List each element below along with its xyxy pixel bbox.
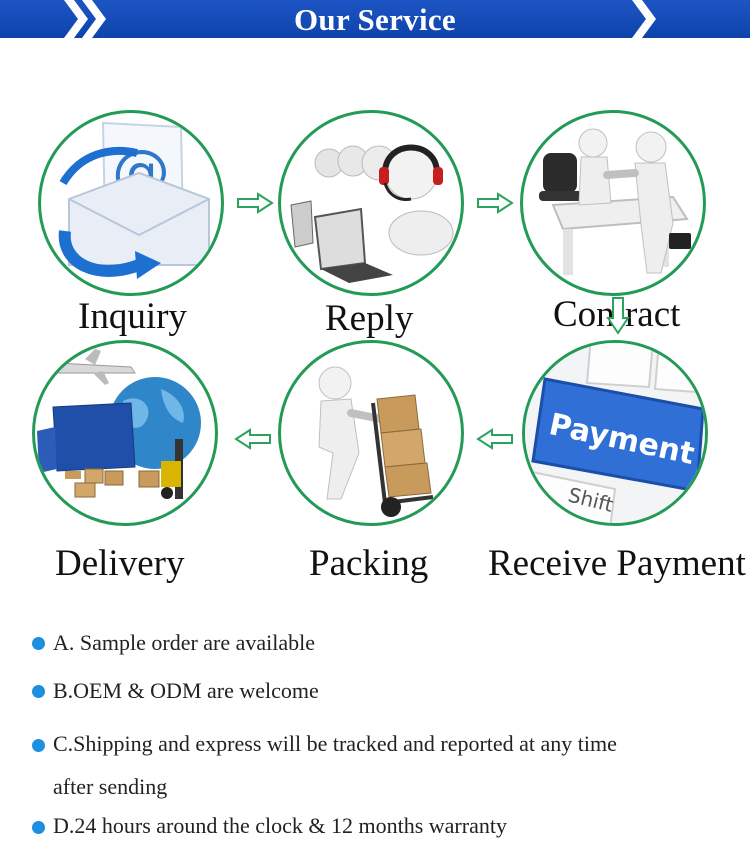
- note-warranty: D.24 hours around the clock & 12 months …: [53, 813, 507, 838]
- step-inquiry-circle: @: [38, 110, 224, 296]
- chevron-right-icon: [64, 0, 106, 38]
- header-banner: Our Service: [0, 0, 750, 38]
- bullet-dot: [32, 739, 45, 752]
- arrow-down-icon: [606, 297, 630, 335]
- note-oem-odm: B.OEM & ODM are welcome: [53, 678, 319, 703]
- payment-key-icon: Payment Shift: [525, 343, 705, 523]
- hand-truck-boxes-icon: [318, 366, 434, 517]
- chevron-right-icon: [632, 0, 656, 38]
- cargo-shipping-icon: [37, 349, 201, 499]
- handshake-icon: [539, 128, 691, 275]
- step-receive-payment-circle: Payment Shift: [522, 340, 708, 526]
- step-label-reply: Reply: [325, 298, 414, 339]
- note-shipping-tracking: C.Shipping and express will be tracked a…: [53, 731, 617, 756]
- email-at-icon: @: [58, 121, 210, 279]
- note-sample-order: A. Sample order are available: [53, 630, 316, 655]
- bullet-dot: [32, 821, 45, 834]
- page-title: Our Service: [294, 2, 456, 37]
- step-label-receive-payment: Receive Payment: [488, 543, 746, 584]
- step-delivery-circle: [32, 340, 218, 526]
- arrow-right-icon: [477, 192, 514, 214]
- arrow-right-icon: [237, 192, 274, 214]
- bullet-dot: [32, 637, 45, 650]
- arrow-left-icon: [234, 428, 271, 450]
- note-shipping-tracking-cont: after sending: [53, 774, 168, 799]
- bullet-dot: [32, 685, 45, 698]
- step-label-delivery: Delivery: [55, 543, 185, 584]
- step-label-inquiry: Inquiry: [78, 296, 187, 337]
- arrow-left-icon: [476, 428, 513, 450]
- step-contract-circle: [520, 110, 706, 296]
- customer-service-headset-icon: [290, 144, 454, 283]
- step-reply-circle: [278, 110, 464, 296]
- step-label-packing: Packing: [309, 543, 429, 584]
- step-packing-circle: [278, 340, 464, 526]
